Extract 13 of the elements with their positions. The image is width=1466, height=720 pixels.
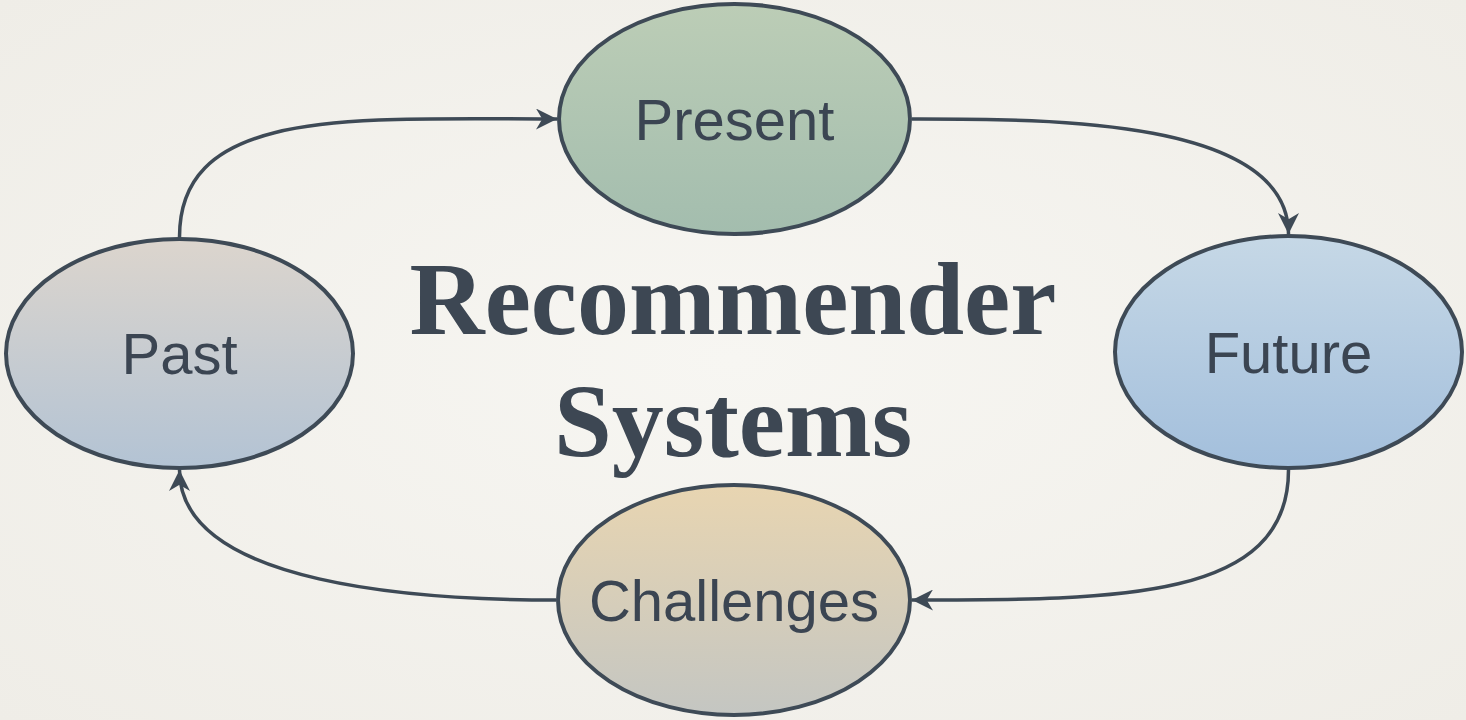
curved-arrow	[912, 117, 1296, 235]
node-label: Challenges	[588, 566, 880, 634]
curved-arrow	[912, 469, 1291, 611]
curved-arrow	[172, 469, 556, 602]
stage-ellipse	[1113, 234, 1464, 470]
node-label: Past	[121, 320, 238, 387]
stage-ellipse	[4, 237, 355, 470]
diagram-title: Recommender Systems	[408, 240, 1058, 480]
stage-ellipse	[556, 483, 912, 717]
curved-arrow	[177, 108, 557, 238]
node-label: Present	[634, 85, 835, 153]
node-label: Future	[1204, 318, 1373, 386]
stage-ellipse	[557, 2, 912, 236]
